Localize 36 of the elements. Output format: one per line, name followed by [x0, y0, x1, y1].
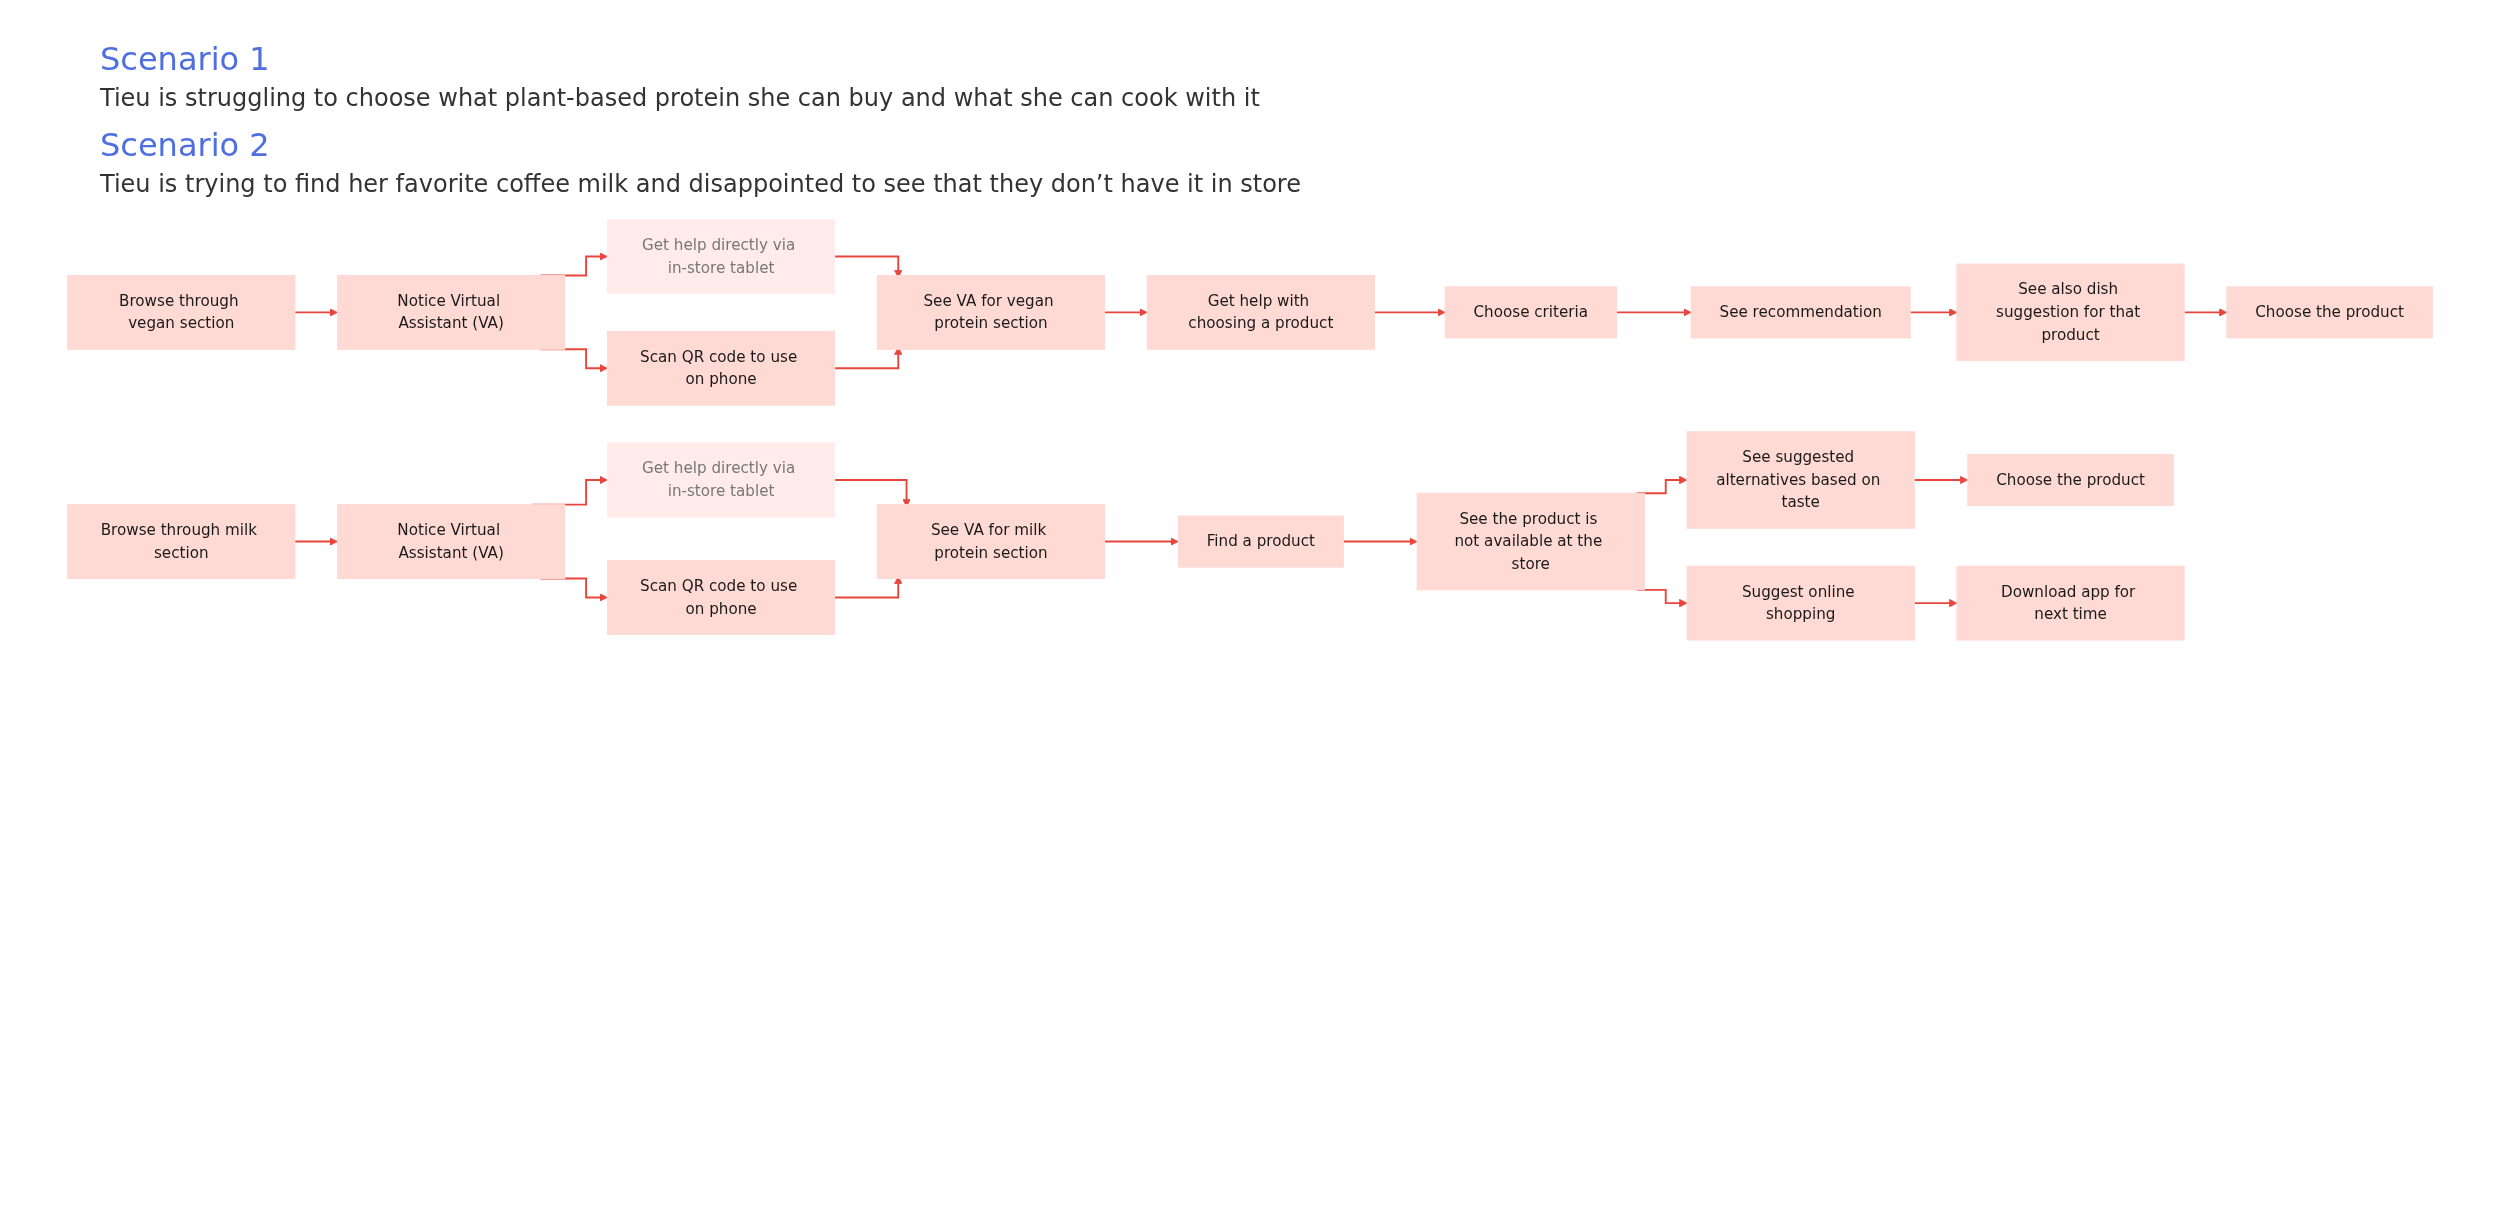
node-box: Scan QR code to use on phone [606, 330, 836, 406]
node-box: Browse through milk section [67, 504, 296, 579]
arrow [1913, 475, 1969, 485]
arrow [1909, 308, 1958, 317]
arrow [293, 537, 338, 546]
node-box: Choose the product [1967, 453, 2174, 507]
node-box: Scan QR code to use on phone [606, 560, 836, 635]
node-box: See recommendation [1690, 286, 1911, 339]
node-box: See also dish suggestion for that product [1956, 263, 2185, 362]
scenario-heading: Scenario 1 [100, 40, 271, 78]
node-box: Browse through vegan section [67, 274, 296, 350]
arrow [1103, 537, 1179, 546]
node-box: Notice Virtual Assistant (VA) [337, 504, 566, 579]
arrow [1373, 308, 1446, 317]
arrow [1103, 308, 1148, 317]
arrow [1342, 537, 1418, 546]
node-box: See suggested alternatives based on taste [1686, 431, 1915, 529]
node-box: Get help directly via in-store tablet [606, 219, 836, 294]
arrow [2183, 308, 2228, 317]
node-box: Choose the product [2226, 286, 2433, 339]
node-box: Choose criteria [1444, 286, 1617, 339]
node-box: Find a product [1177, 515, 1344, 568]
node-box: See VA for vegan protein section [876, 274, 1106, 350]
node-box: Notice Virtual Assistant (VA) [337, 274, 566, 350]
node-box: Download app for next time [1956, 565, 2185, 641]
node-box: Get help directly via in-store tablet [606, 442, 836, 518]
node-box: Get help with choosing a product [1146, 274, 1375, 350]
node-box: See the product is not available at the store [1416, 492, 1645, 591]
scenario-description: Tieu is trying to find her favorite coffee milk and disappointed to see that they don’t have it in store [100, 170, 1302, 198]
scenario-heading: Scenario 2 [100, 126, 271, 164]
arrow [1615, 308, 1692, 317]
scenario-description: Tieu is struggling to choose what plant-based protein she can buy and what she can cook with it [100, 84, 1261, 112]
arrow [293, 308, 338, 317]
node-box: See VA for milk protein section [876, 504, 1106, 579]
node-box: Suggest online shopping [1686, 565, 1915, 641]
arrow [1913, 598, 1958, 608]
